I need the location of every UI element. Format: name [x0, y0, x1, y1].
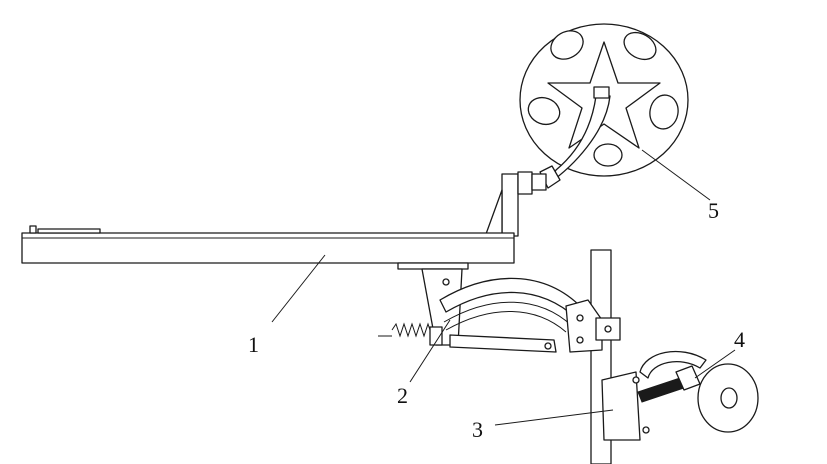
wheel-hole [550, 30, 584, 60]
callout-1: 1 [248, 332, 259, 357]
wheel-hole [649, 94, 679, 130]
callout-4: 4 [734, 327, 745, 352]
wheel-mount-bracket [485, 171, 547, 237]
small-wheel-assembly [639, 350, 759, 433]
linkage-arm-assembly [378, 262, 583, 353]
star-wheel [519, 23, 689, 189]
callout-5: 5 [708, 198, 719, 223]
wheel-hole [623, 31, 657, 61]
wheel-hole [527, 96, 561, 126]
lower-bracket [601, 371, 685, 441]
leader-lines [271, 149, 736, 426]
wheel-hub [593, 86, 610, 99]
frame-beam [21, 225, 515, 264]
callout-3: 3 [472, 417, 483, 442]
callout-2: 2 [397, 383, 408, 408]
wheel-hole [593, 143, 623, 167]
compression-spring [378, 322, 443, 346]
